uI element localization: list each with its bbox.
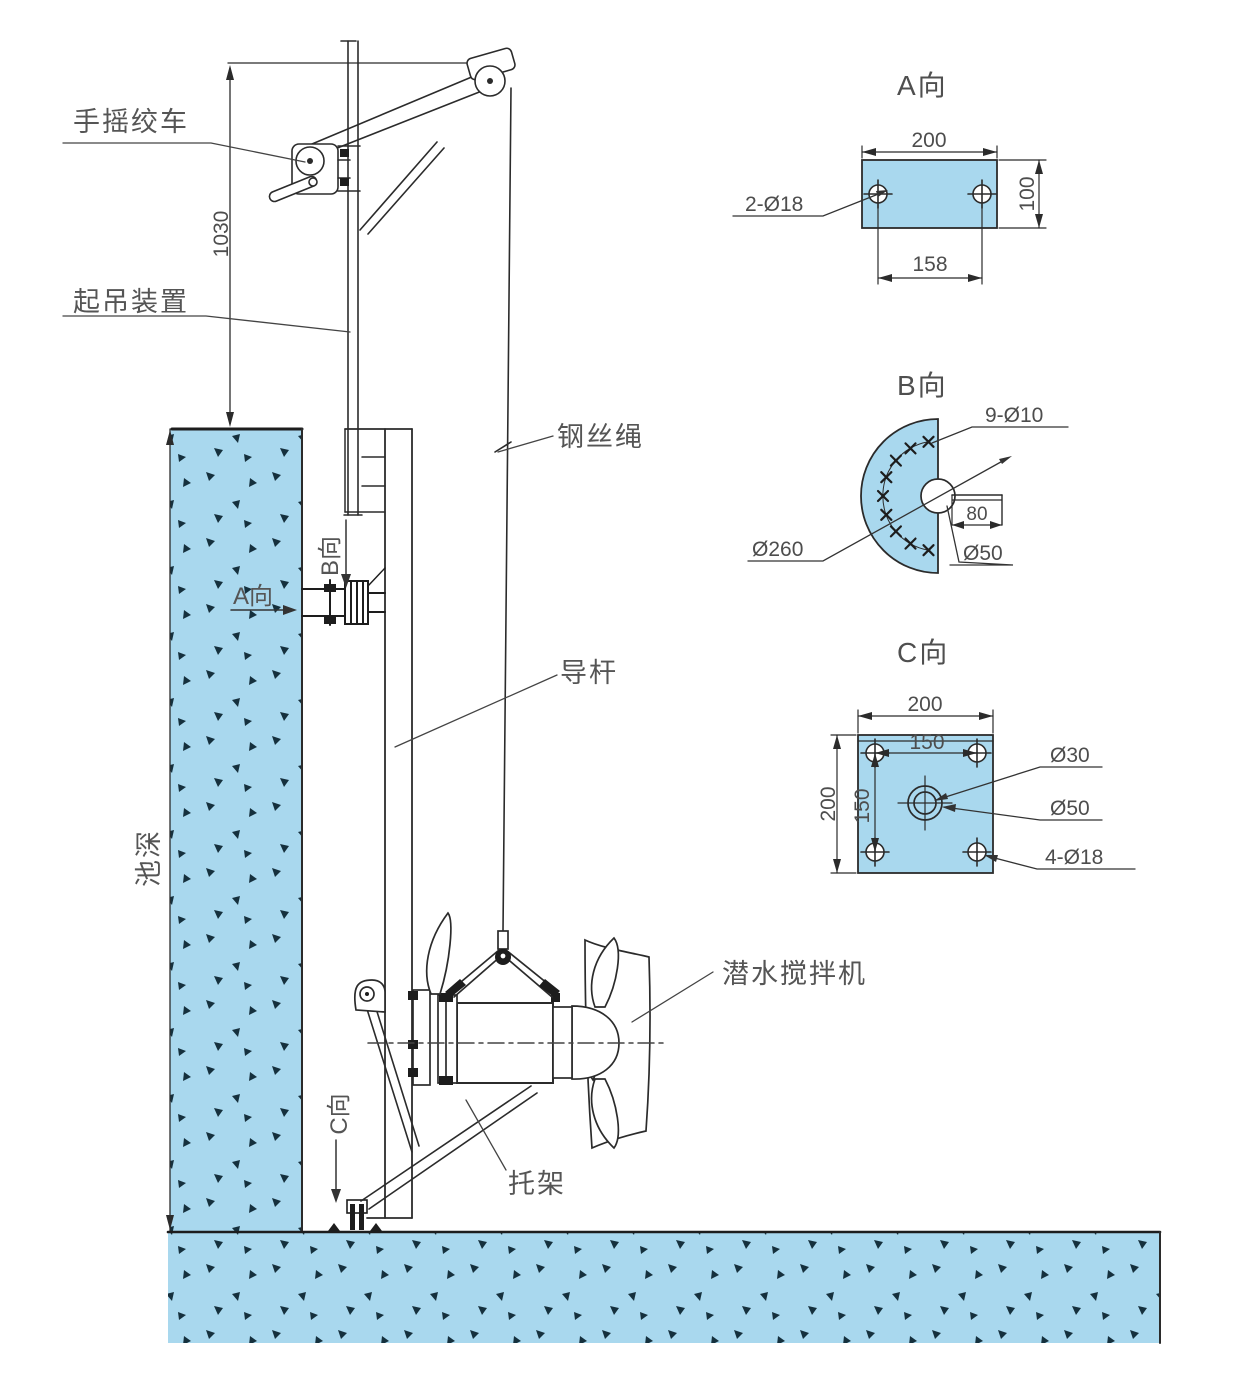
guide-rail <box>344 428 413 1219</box>
view-c-title: C向 <box>897 637 949 668</box>
view-a-spacing-dim: 158 <box>912 253 947 276</box>
view-c-spacing-h-dim: 150 <box>909 731 944 754</box>
rail-foot <box>328 1199 382 1231</box>
view-c-width-dim: 200 <box>907 693 942 716</box>
hand-winch <box>268 143 361 203</box>
detail-view-b: B向 80 9-Ø10 Ø260 Ø50 <box>747 370 1069 574</box>
view-b-stub-dim: 80 <box>966 504 987 525</box>
submersible-mixer-leader <box>631 971 714 1023</box>
view-a-holes-label: 2-Ø18 <box>745 193 803 216</box>
view-a-height-dim: 100 <box>1016 176 1039 211</box>
pool-depth-label: 池深 <box>134 829 164 887</box>
wire-rope-label: 钢丝绳 <box>557 422 644 452</box>
pulley <box>466 47 516 97</box>
height-dim-text: 1030 <box>210 211 233 258</box>
pool-floor <box>166 1230 1162 1344</box>
view-b-marker-text: B向 <box>317 536 344 576</box>
view-b-direction: B向 <box>317 519 351 588</box>
guide-rod-label: 导杆 <box>560 658 618 688</box>
view-c-direction: C向 <box>326 1093 353 1203</box>
view-a-title: A向 <box>897 70 948 101</box>
hoisting-post <box>311 40 493 516</box>
hoisting-device-label: 起吊装置 <box>73 287 189 317</box>
view-c-center-dia-label: Ø50 <box>1050 797 1090 820</box>
pool-wall <box>166 427 304 1233</box>
wall-bracket <box>301 567 386 626</box>
submersible-mixer <box>353 911 666 1150</box>
view-a-direction: A向 <box>230 583 297 615</box>
view-c-height-dim: 200 <box>817 786 840 821</box>
view-c-corner-holes-label: 4-Ø18 <box>1045 846 1103 869</box>
height-dimension <box>226 62 488 427</box>
view-b-outer-label: Ø260 <box>752 538 803 561</box>
guide-rod-leader <box>394 674 558 748</box>
support-bracket-leader <box>465 1099 507 1171</box>
view-c-inner-dia-label: Ø30 <box>1050 744 1090 767</box>
wire-rope-leader <box>497 435 554 453</box>
hand-winch-label: 手摇绞车 <box>73 107 189 137</box>
submersible-mixer-label: 潜水搅拌机 <box>722 959 867 989</box>
view-b-title: B向 <box>897 370 948 401</box>
view-b-holes-label: 9-Ø10 <box>985 404 1043 427</box>
detail-view-a: A向 200 100 158 2-Ø18 <box>732 70 1047 285</box>
detail-view-c: C向 200 150 200 150 Ø <box>817 637 1136 874</box>
view-c-spacing-v-dim: 150 <box>851 788 874 823</box>
view-a-marker-text: A向 <box>233 583 273 610</box>
hand-winch-leader <box>62 142 306 163</box>
support-strut <box>360 1001 538 1210</box>
view-b-center-label: Ø50 <box>963 542 1003 565</box>
hoisting-device-leader <box>62 315 351 333</box>
view-c-marker-text: C向 <box>326 1093 353 1134</box>
rail-top-clamp <box>343 428 386 516</box>
wire-rope <box>494 87 512 932</box>
support-bracket-label: 托架 <box>508 1169 566 1199</box>
view-a-width-dim: 200 <box>911 129 946 152</box>
